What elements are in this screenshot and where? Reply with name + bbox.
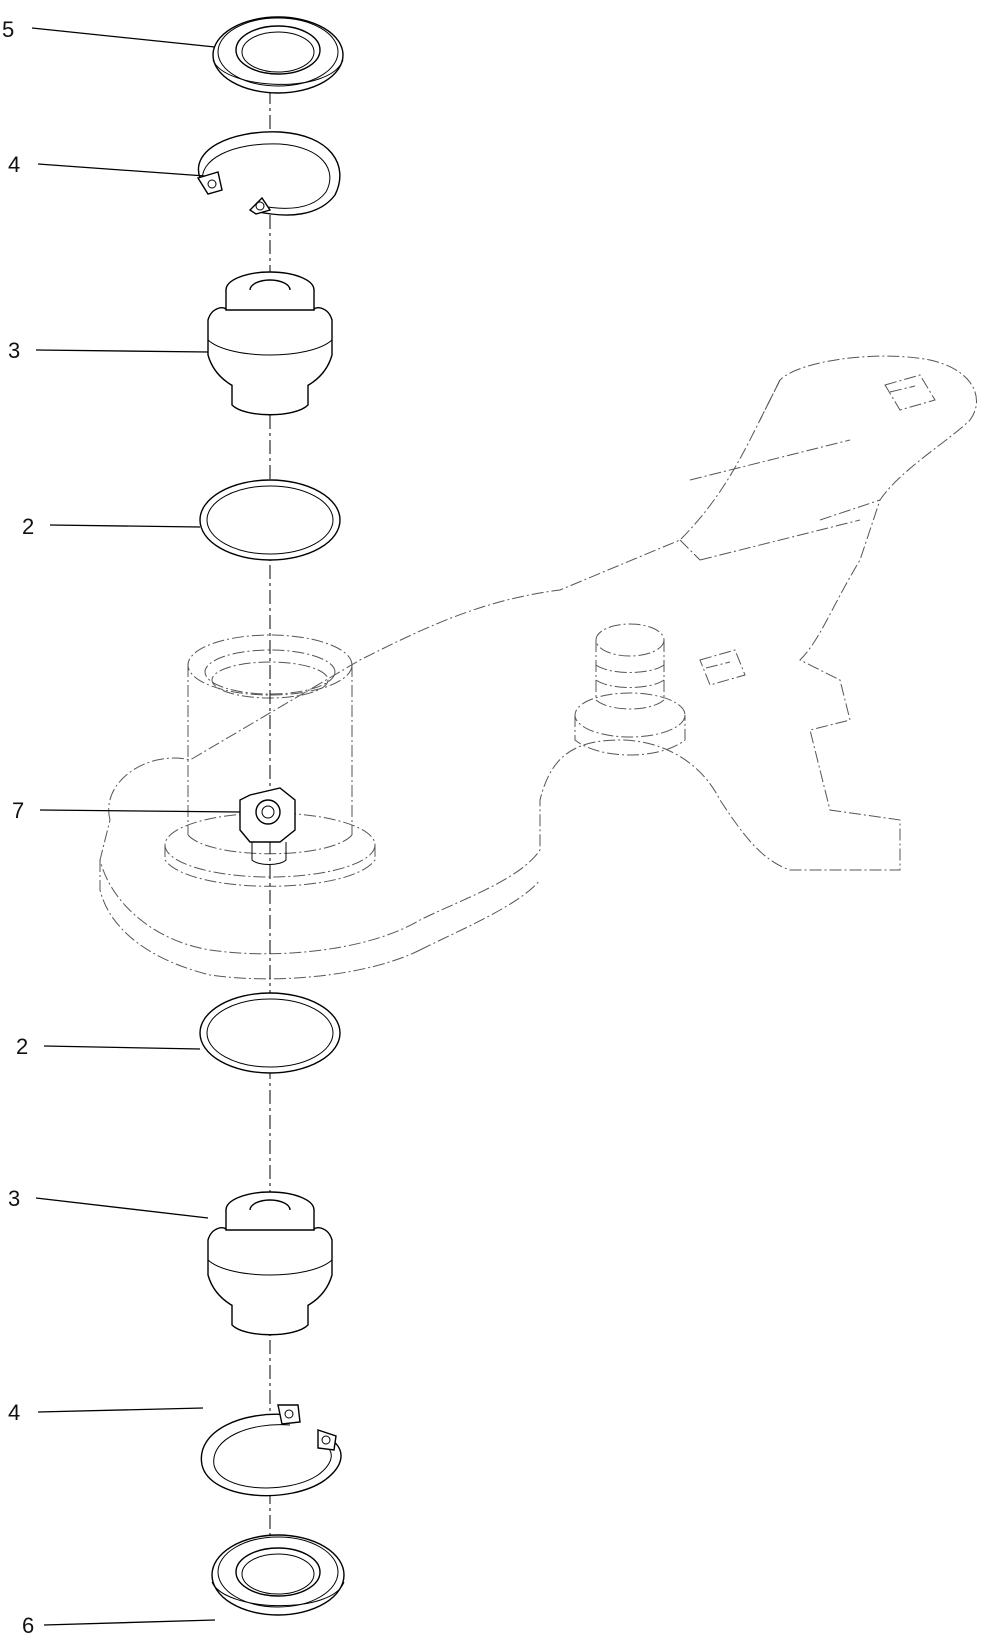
leader-line-seal-top [31,27,216,48]
bushing-bottom-part [207,1191,333,1336]
retaining-ring-bottom-part [200,1404,342,1497]
callout-seal-top: 5 [2,17,14,42]
callout-grease-fitting: 7 [12,798,24,823]
seal-bottom-part [211,1534,345,1616]
callout-bushing-bottom: 3 [8,1186,20,1211]
grease-fitting-part [239,787,296,865]
o-ring-top-part [199,479,341,561]
leader-line-seal-bottom [43,1619,216,1626]
spindle-arm-phantom [99,355,977,980]
callout-bushing-top: 3 [8,338,20,363]
leader-line-retaining-ring-bottom [37,1407,204,1413]
leader-line-bushing-top [35,349,209,353]
leader-line-o-ring-top [49,524,201,528]
leader-line-o-ring-bottom [43,1045,201,1050]
callout-retaining-ring-top: 4 [8,152,20,177]
leader-line-retaining-ring-top [37,163,206,177]
leader-lines [31,27,241,1626]
leader-line-grease-fitting [39,809,241,813]
o-ring-bottom-part [199,992,341,1074]
leader-line-bushing-bottom [35,1197,209,1219]
callout-retaining-ring-bottom: 4 [8,1400,20,1425]
callout-seal-bottom: 6 [22,1613,34,1638]
callout-o-ring-top: 2 [22,514,34,539]
callout-o-ring-bottom: 2 [16,1034,28,1059]
callout-labels: 5 4 3 2 7 2 3 4 6 [2,17,34,1638]
seal-top-part [212,16,344,94]
bushing-top-part [207,271,333,416]
retaining-ring-top-part [196,131,341,216]
